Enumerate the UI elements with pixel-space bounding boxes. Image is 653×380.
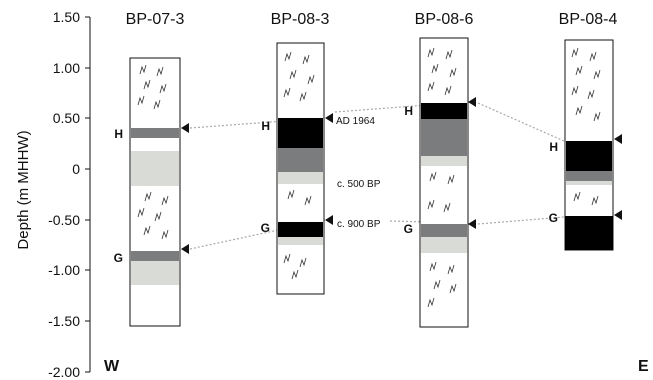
marker-label-h: H bbox=[261, 119, 270, 133]
annotation-900-bp: c. 900 BP bbox=[337, 219, 381, 230]
h-arrow-icon bbox=[181, 123, 189, 133]
core-title-bp-07-3: BP-07-3 bbox=[126, 11, 185, 28]
marker-label-h: H bbox=[114, 127, 123, 141]
h-arrow-icon bbox=[325, 113, 333, 123]
h-arrow-icon bbox=[468, 97, 476, 107]
marker-label-g: G bbox=[114, 251, 123, 265]
marker-label-g: G bbox=[549, 211, 558, 225]
g-arrow-icon bbox=[181, 244, 189, 254]
marker-label-g: G bbox=[404, 222, 413, 236]
direction-west: W bbox=[104, 358, 120, 375]
tick-label-0.50: 0.50 bbox=[53, 110, 80, 126]
tick-label-1.50: 1.50 bbox=[53, 9, 80, 25]
core-bp-08-6: H G bbox=[404, 37, 476, 328]
core-bp-08-3: H G AD 1964 c. 500 BP c. 900 BP bbox=[261, 42, 381, 295]
marker-label-h: H bbox=[549, 140, 558, 154]
marker-label-g: G bbox=[261, 221, 270, 235]
tick-label-minus-1.00: -1.00 bbox=[48, 262, 80, 278]
h-arrow-icon bbox=[614, 134, 622, 144]
axis-title: Depth (m MHHW) bbox=[15, 130, 32, 249]
annotation-500-bp: c. 500 BP bbox=[337, 179, 381, 190]
tick-label-minus-2.00: -2.00 bbox=[48, 364, 80, 380]
core-title-bp-08-3: BP-08-3 bbox=[271, 11, 330, 28]
core-bp-08-4: H G bbox=[549, 39, 622, 251]
direction-east: E bbox=[638, 358, 649, 375]
core-title-bp-08-4: BP-08-4 bbox=[559, 11, 618, 28]
core-title-bp-08-6: BP-08-6 bbox=[415, 11, 474, 28]
tick-label-minus-0.50: -0.50 bbox=[48, 212, 80, 228]
tick-label-minus-1.50: -1.50 bbox=[48, 313, 80, 329]
depth-axis: 1.50 1.00 0.50 0 -0.50 -1.00 -1.50 -2.00… bbox=[15, 9, 91, 380]
g-arrow-icon bbox=[468, 219, 476, 229]
tick-label-0: 0 bbox=[72, 161, 80, 177]
g-arrow-icon bbox=[325, 215, 333, 225]
core-bp-07-3: H G bbox=[114, 57, 189, 327]
marker-label-h: H bbox=[404, 104, 413, 118]
tick-label-1.00: 1.00 bbox=[53, 60, 80, 76]
g-arrow-icon bbox=[614, 210, 622, 220]
annotation-ad-1964: AD 1964 bbox=[336, 116, 375, 127]
